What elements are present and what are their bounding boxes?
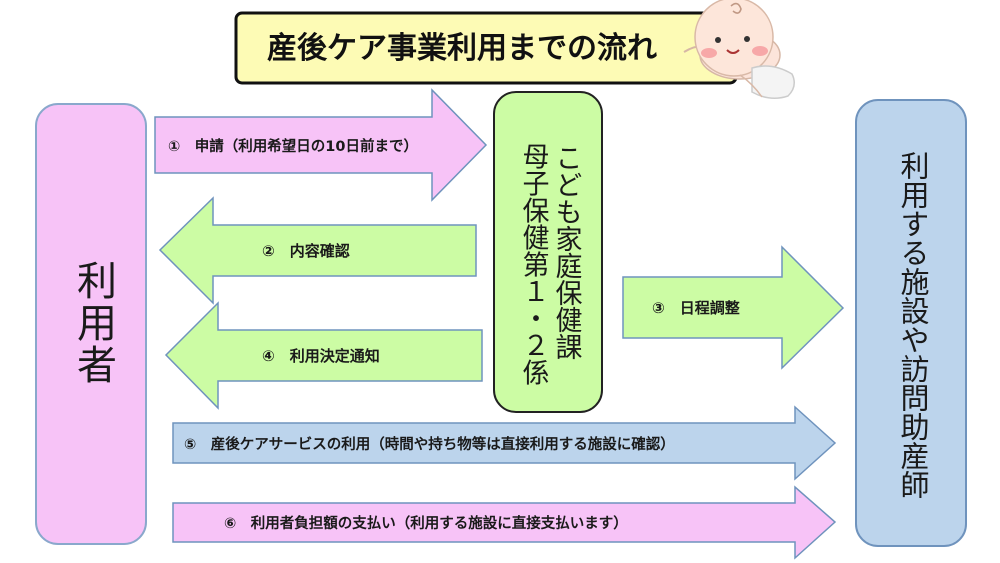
facility-label: 利用する施設や訪問助産師 [896,151,930,499]
arrow-application-label: ① 申請（利用希望日の10日前まで） [168,137,418,155]
arrow-content-check-label: ② 内容確認 [262,242,350,260]
user-label: 利用者 [70,260,116,386]
office-label-line2: 母子保健第１・２係 [518,143,550,386]
arrow-decision-notice: ④ 利用決定通知 [164,301,483,410]
arrow-service-use-label: ⑤ 産後ケアサービスの利用（時間や持ち物等は直接利用する施設に確認） [184,435,675,453]
arrow-schedule-label: ③ 日程調整 [652,299,740,317]
page-title: 産後ケア事業利用までの流れ [267,31,657,66]
facility-box: 利用する施設や訪問助産師 [855,99,967,547]
arrow-service-use: ⑤ 産後ケアサービスの利用（時間や持ち物等は直接利用する施設に確認） [172,405,837,481]
arrow-application: ① 申請（利用希望日の10日前まで） [154,88,488,202]
arrow-decision-notice-label: ④ 利用決定通知 [262,347,380,365]
baby-illustration-icon [683,0,795,99]
user-box: 利用者 [35,103,147,545]
title-box: 産後ケア事業利用までの流れ [234,11,738,85]
arrow-payment: ⑥ 利用者負担額の支払い（利用する施設に直接支払います） [172,485,837,560]
office-label-line1: こども家庭保健課 [551,144,583,360]
arrow-payment-label: ⑥ 利用者負担額の支払い（利用する施設に直接支払います） [224,514,628,532]
arrow-content-check: ② 内容確認 [158,196,477,305]
arrow-schedule: ③ 日程調整 [622,245,845,370]
office-box: こども家庭保健課 母子保健第１・２係 [493,91,603,413]
